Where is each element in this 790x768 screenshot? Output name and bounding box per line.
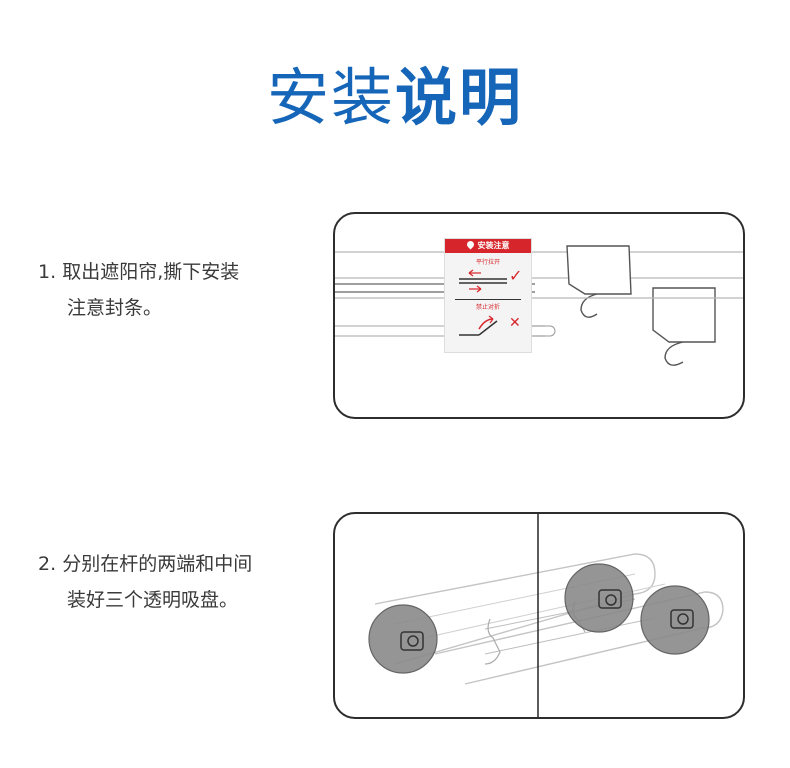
step-1-line1: 取出遮阳帘,撕下安装	[62, 261, 240, 283]
checkmark-icon: ✓	[509, 266, 523, 285]
step-1-text: 1. 取出遮阳帘,撕下安装 注意封条。	[38, 254, 239, 326]
cross-icon: ✕	[509, 315, 521, 331]
step-2-illustration	[333, 512, 745, 719]
rail-with-seal-drawing	[335, 245, 743, 366]
step-1-line2: 注意封条。	[67, 297, 163, 319]
step-2-line2: 装好三个透明吸盘。	[67, 589, 239, 611]
step-2-line1: 分别在杆的两端和中间	[62, 553, 253, 575]
parallel-pull-icon	[459, 269, 507, 293]
no-fold-icon	[459, 315, 498, 336]
step-2-number: 2.	[38, 553, 57, 575]
step-1-illustration: 安装注意 平行拉开 ✓ 禁止对折 ✕	[333, 212, 745, 419]
warning-drop-icon	[465, 239, 475, 250]
notice-card-header: 安装注意	[445, 239, 531, 253]
install-notice-card: 安装注意 平行拉开 ✓ 禁止对折 ✕	[444, 238, 532, 353]
page-title: 安装说明	[266, 61, 524, 134]
step-2-text: 2. 分别在杆的两端和中间 装好三个透明吸盘。	[38, 546, 252, 618]
notice-bad-label: 禁止对折	[475, 304, 500, 311]
suction-cup-rod-drawing	[368, 514, 724, 717]
notice-ok-label: 平行拉开	[475, 259, 500, 266]
notice-card-divider	[455, 299, 521, 300]
step-1-number: 1.	[38, 261, 57, 283]
